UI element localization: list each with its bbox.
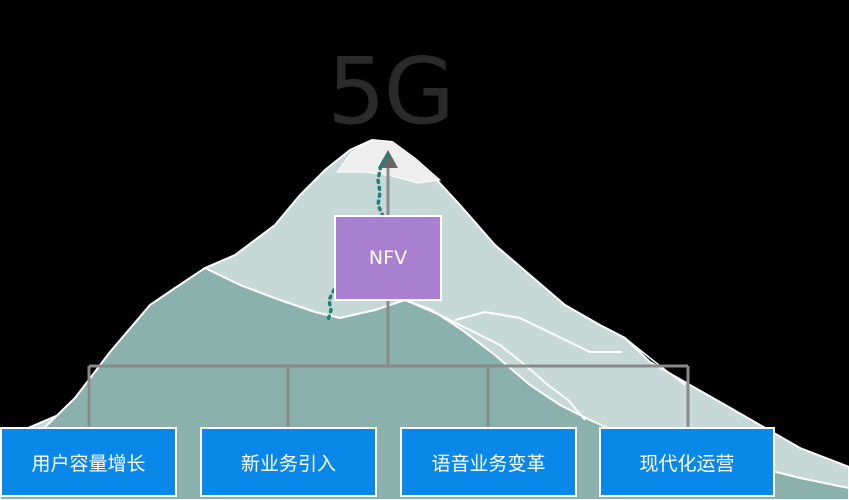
pillar-box-modern-operations: 现代化运营 <box>599 427 775 497</box>
trail-upper <box>376 153 390 218</box>
nfv-label: NFV <box>368 247 408 269</box>
pillar-box-voice-transformation: 语音业务变革 <box>400 427 577 497</box>
ridge-line-1 <box>404 299 586 421</box>
diagram-title: 5G <box>327 38 455 145</box>
pillar-label: 现代化运营 <box>639 452 735 475</box>
connector-tree <box>87 301 690 427</box>
ridge-line-3 <box>624 337 686 386</box>
pillar-label: 用户容量增长 <box>31 452 146 475</box>
pillar-box-new-services: 新业务引入 <box>200 427 377 497</box>
pillar-label: 语音业务变革 <box>431 452 546 475</box>
pillar-box-user-capacity: 用户容量增长 <box>0 427 177 497</box>
nfv-box: NFV <box>334 215 442 301</box>
pillar-label: 新业务引入 <box>240 452 336 475</box>
ridge-line-2 <box>454 310 622 353</box>
trail-lower <box>326 288 336 322</box>
